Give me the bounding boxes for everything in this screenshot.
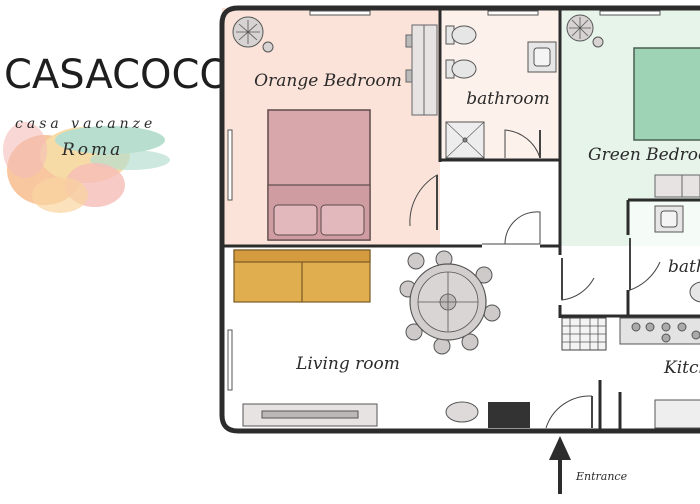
wardrobe (405, 24, 438, 116)
bidet-icon (445, 59, 477, 79)
bathroom-2: bathroom (629, 205, 700, 303)
door (482, 211, 541, 245)
cabinet (488, 402, 530, 428)
entrance-label: Entrance (575, 470, 628, 483)
logo-watercolor-splash (3, 122, 170, 213)
walls (219, 5, 700, 434)
stove-icon (619, 317, 700, 345)
bathroom-1: bathroom (445, 25, 557, 159)
windows (227, 10, 661, 391)
door (504, 129, 541, 159)
green-bedroom: Green Bedroom (561, 14, 700, 301)
wardrobe (654, 174, 700, 198)
door (629, 238, 661, 291)
toilet-icon (689, 281, 700, 303)
plant-icon (566, 14, 604, 48)
toilet-icon (445, 25, 477, 45)
bathroom-1-label: bathroom (466, 89, 550, 109)
logo-city: Roma (61, 140, 123, 160)
logo-title: CASACOCO (4, 52, 231, 98)
sofa (233, 249, 371, 303)
logo: CASACOCO casa vacanze Roma (3, 52, 231, 213)
door (409, 174, 438, 230)
logo-subtitle: casa vacanze (15, 116, 156, 132)
bathroom-2-label: bathroom (668, 257, 700, 277)
living-room-label: Living room (295, 354, 400, 374)
green-bedroom-label: Green Bedroom (588, 145, 700, 165)
kitchen-label: Kitchen (663, 358, 700, 378)
shower-icon (445, 121, 485, 159)
kitchen-counter (654, 399, 700, 429)
armchair (445, 401, 479, 423)
outer-wall (219, 5, 700, 434)
orange-bedroom: Orange Bedroom (232, 16, 438, 241)
sink-icon (654, 205, 684, 233)
door (545, 395, 593, 429)
double-bed (633, 47, 700, 141)
window (227, 329, 233, 391)
wardrobe (561, 317, 607, 351)
window (227, 129, 233, 201)
orange-bedroom-label: Orange Bedroom (254, 71, 402, 91)
tv-console (242, 403, 378, 427)
window (309, 10, 371, 16)
sink-icon (527, 41, 557, 73)
window (599, 10, 661, 16)
window (487, 10, 539, 16)
dining-table (399, 250, 501, 355)
living-room: Living room (233, 249, 607, 429)
door (561, 258, 595, 301)
kitchen: Kitchen (619, 317, 700, 429)
double-bed (267, 109, 371, 241)
plant-icon (232, 16, 274, 53)
entrance-arrow-icon (549, 436, 571, 494)
